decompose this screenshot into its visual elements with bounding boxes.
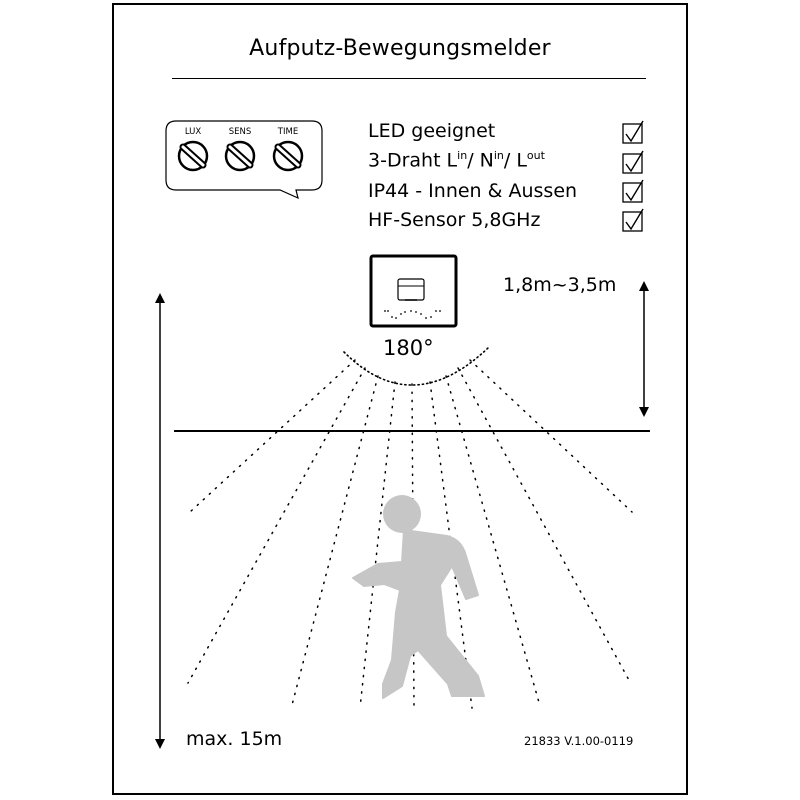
feature-ip44-label: IP44 - Innen & Aussen (368, 180, 578, 202)
feature-hf-sensor-label: HF-Sensor 5,8GHz (368, 209, 541, 231)
feature-wiring-mid2: / L (503, 149, 527, 172)
checkmark-box-icon (622, 150, 644, 174)
product-sheet (112, 3, 688, 795)
feature-led-label: LED geeignet (368, 120, 496, 142)
knob-lux[interactable] (177, 140, 209, 172)
feature-wiring-label: 3-Draht L (368, 149, 458, 172)
mounting-height-label: 1,8m~3,5m (503, 274, 617, 296)
knob-label-lux: LUX (184, 127, 202, 137)
detection-angle-label: 180° (383, 336, 434, 360)
feature-wiring-mid1: / N (467, 149, 494, 172)
knob-time[interactable] (272, 140, 304, 172)
feature-hf-sensor: HF-Sensor 5,8GHz (368, 209, 540, 231)
max-range-label: max. 15m (186, 728, 283, 750)
page-title: Aufputz-Bewegungsmelder (249, 36, 551, 61)
knob-label-sens: SENS (228, 127, 252, 137)
feature-wiring-sup-lout: out (526, 149, 545, 162)
knob-sens[interactable] (224, 140, 256, 172)
version-label: 21833 V.1.00-0119 (524, 734, 634, 748)
checkmark-box-icon (622, 208, 644, 232)
checkmark-box-icon (622, 179, 644, 203)
feature-led: LED geeignet (368, 120, 495, 142)
feature-wiring-sup-nin: in (493, 149, 504, 162)
checkmark-box-icon (622, 120, 644, 144)
detection-angle-arc (343, 347, 489, 386)
feature-wiring-sup-lin: in (457, 149, 468, 162)
walking-person-icon (352, 495, 485, 699)
control-panel-bubble (165, 120, 323, 200)
title-divider (172, 78, 646, 79)
motion-sensor-icon (369, 254, 458, 328)
feature-ip44: IP44 - Innen & Aussen (368, 180, 577, 202)
feature-wiring: 3-Draht Lin/ Nin/ Lout (368, 149, 545, 171)
knob-label-time: TIME (277, 127, 299, 137)
